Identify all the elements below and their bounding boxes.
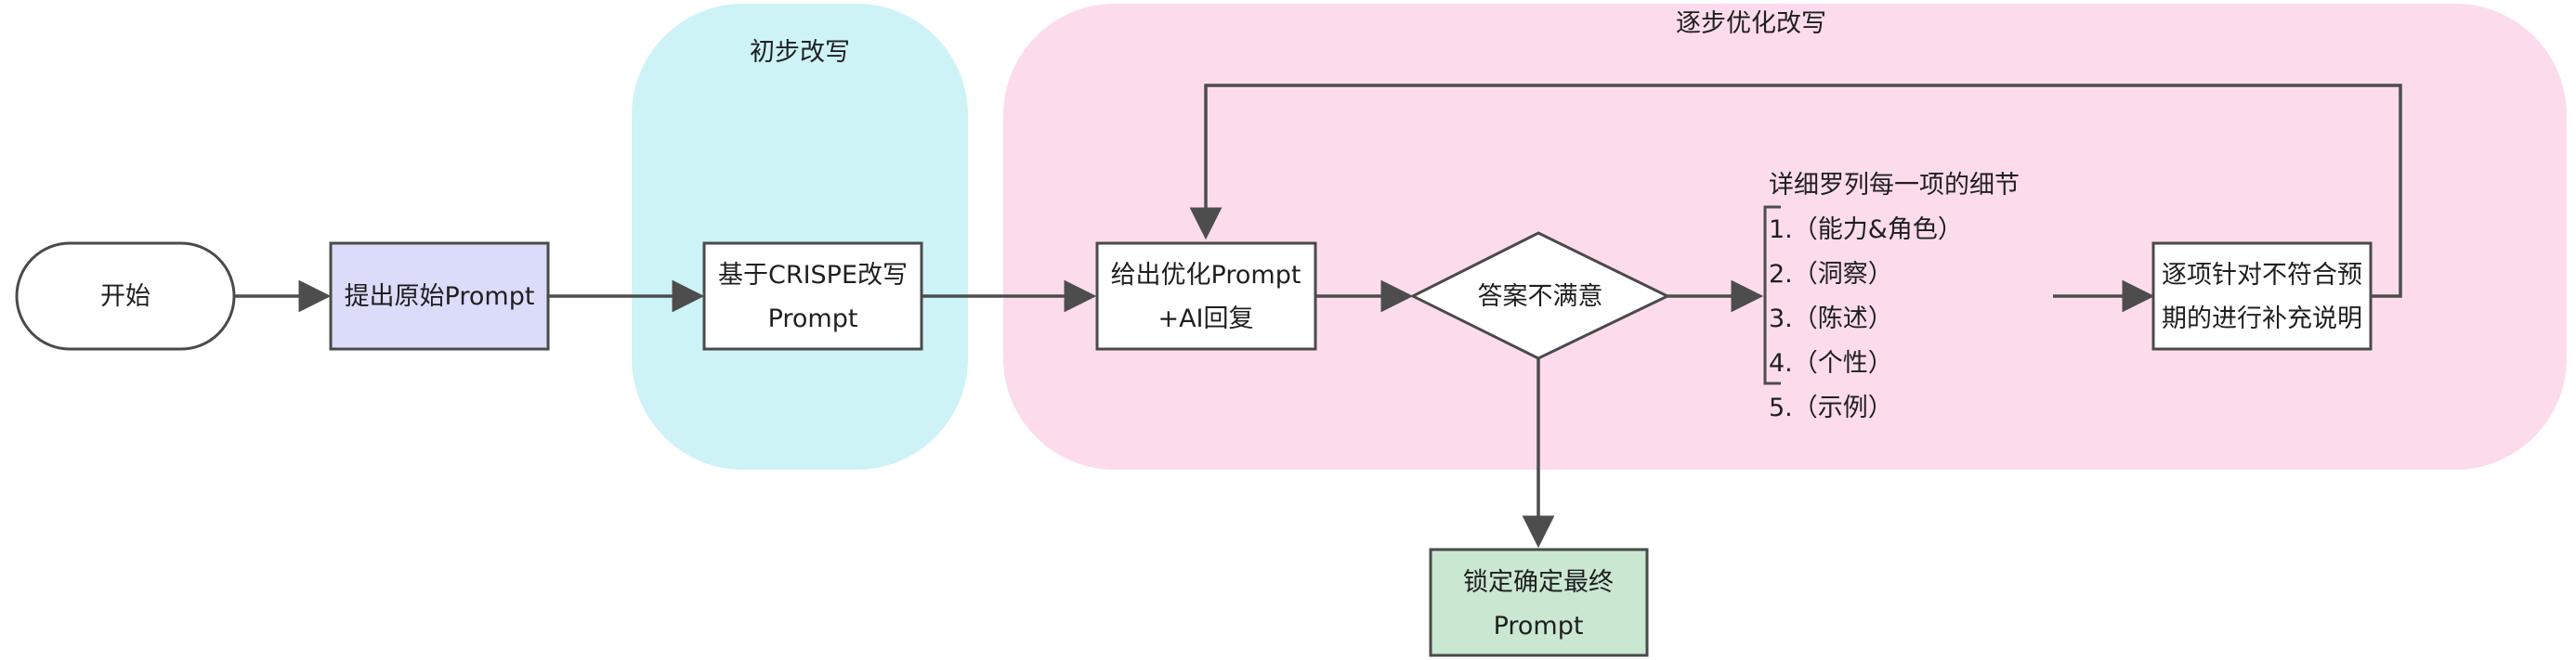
node-supplement-explanation-line2: 期的进行补充说明 bbox=[2162, 304, 2362, 333]
stage-initial-rewrite-background bbox=[632, 4, 968, 470]
details-item: 5.（示例） bbox=[1769, 394, 1893, 422]
node-give-optimized-prompt[interactable]: 给出优化Prompt +AI回复 bbox=[1095, 241, 1317, 351]
details-item: 4.（个性） bbox=[1769, 349, 1893, 378]
node-start-label: 开始 bbox=[100, 282, 150, 311]
edges bbox=[234, 84, 2402, 549]
stage-step-optimize: 逐步优化改写 bbox=[1003, 4, 2567, 470]
details-item: 3.（陈述） bbox=[1769, 304, 1893, 333]
node-lock-final-prompt-line2: Prompt bbox=[1494, 612, 1584, 641]
node-start-shape bbox=[15, 241, 236, 351]
edge-supplement-loop-back bbox=[1189, 84, 2402, 298]
node-lock-final-prompt[interactable]: 锁定确定最终 Prompt bbox=[1429, 548, 1649, 657]
node-crispe-rewrite-line1: 基于CRISPE改写 bbox=[718, 261, 908, 290]
node-submit-original-prompt-shape bbox=[329, 241, 550, 351]
stage-step-optimize-background bbox=[1003, 4, 2567, 470]
details-list-title: 详细罗列每一项的细节 bbox=[1769, 171, 2020, 200]
details-item: 1.（能力&角色） bbox=[1769, 215, 1963, 244]
node-supplement-explanation-line1: 逐项针对不符合预 bbox=[2162, 261, 2362, 290]
node-start[interactable]: 开始 bbox=[15, 241, 236, 351]
node-lock-final-prompt-line1: 锁定确定最终 bbox=[1463, 568, 1614, 597]
node-decision-unsatisfied-shape bbox=[1409, 231, 1671, 360]
details-item: 2.（洞察） bbox=[1769, 260, 1893, 289]
node-submit-original-prompt-label: 提出原始Prompt bbox=[345, 282, 535, 311]
node-decision-unsatisfied[interactable]: 答案不满意 bbox=[1409, 231, 1671, 360]
node-give-optimized-prompt-line2: +AI回复 bbox=[1157, 304, 1253, 333]
node-give-optimized-prompt-shape bbox=[1095, 241, 1317, 351]
node-give-optimized-prompt-line1: 给出优化Prompt bbox=[1111, 261, 1301, 290]
node-lock-final-prompt-shape bbox=[1429, 548, 1649, 657]
node-submit-original-prompt[interactable]: 提出原始Prompt bbox=[329, 241, 550, 351]
stage-initial-rewrite-title: 初步改写 bbox=[750, 38, 850, 67]
node-crispe-rewrite[interactable]: 基于CRISPE改写 Prompt bbox=[702, 241, 923, 351]
stage-initial-rewrite: 初步改写 bbox=[632, 4, 968, 470]
stage-step-optimize-title: 逐步优化改写 bbox=[1676, 9, 1826, 38]
node-supplement-explanation-shape bbox=[2151, 241, 2373, 351]
node-supplement-explanation[interactable]: 逐项针对不符合预 期的进行补充说明 bbox=[2151, 241, 2373, 351]
node-crispe-rewrite-shape bbox=[702, 241, 923, 351]
node-crispe-rewrite-line2: Prompt bbox=[768, 304, 858, 333]
details-list-bracket bbox=[1763, 205, 1781, 385]
details-list: 详细罗列每一项的细节 1.（能力&角色） 2.（洞察） 3.（陈述） 4.（个性… bbox=[1763, 171, 2020, 422]
node-decision-unsatisfied-label: 答案不满意 bbox=[1478, 282, 1603, 311]
